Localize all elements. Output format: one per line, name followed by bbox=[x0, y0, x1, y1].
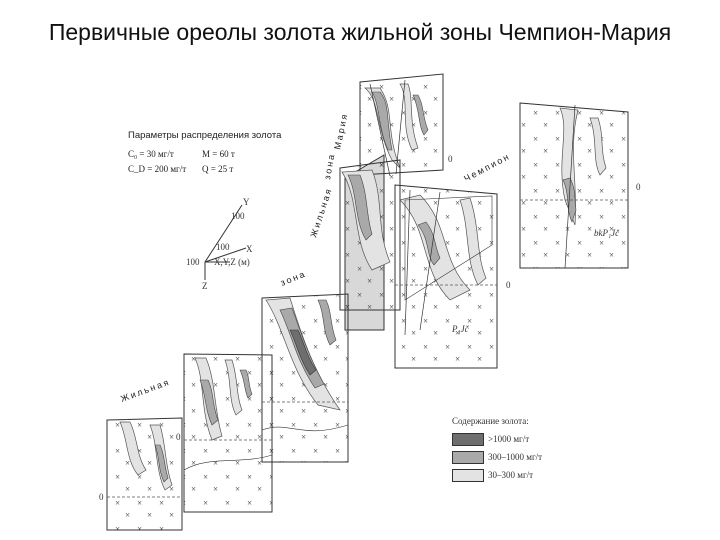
param-cd: C_D = 200 мг/т bbox=[128, 164, 187, 174]
param-m: M = 60 т bbox=[202, 149, 235, 159]
axis-xyz-label: X,Y,Z (м) bbox=[214, 257, 250, 267]
label-mariya: Мария bbox=[332, 112, 350, 151]
legend-item-medium: 300–1000 мг/т bbox=[452, 449, 542, 465]
legend-label-medium: 300–1000 мг/т bbox=[488, 452, 543, 462]
legend-label-low: 30–300 мг/т bbox=[488, 470, 534, 480]
label-chempion: Чемпион bbox=[462, 151, 512, 184]
zero-mark-lowest: 0 bbox=[99, 492, 104, 502]
rock-code-chempion: bkP₁Jč bbox=[594, 228, 620, 238]
axis-origin-label: 100 bbox=[186, 257, 200, 267]
param-q: Q = 25 т bbox=[202, 164, 234, 174]
label-zhilnaya-lower: Жильная bbox=[119, 377, 171, 404]
legend-title: Содержание золота: bbox=[452, 416, 529, 426]
axis-x-scale: 100 bbox=[216, 242, 230, 252]
section-block-middle bbox=[261, 293, 349, 463]
legend-item-low: 30–300 мг/т bbox=[452, 467, 542, 483]
zero-mark-chempion: 0 bbox=[636, 182, 641, 192]
distribution-parameters: Параметры распределения золота C₀ = 30 м… bbox=[128, 128, 281, 177]
label-zona-upper: зона bbox=[322, 152, 337, 180]
axis-y-scale: 100 bbox=[231, 211, 245, 221]
zero-mark-central: 0 bbox=[506, 280, 511, 290]
section-block-chempion bbox=[519, 102, 629, 269]
label-zhilnaya-upper: Жильная bbox=[308, 186, 334, 239]
param-c0: C₀ = 30 мг/т bbox=[128, 149, 174, 159]
axis-z-label: Z bbox=[202, 281, 208, 291]
section-block-lower bbox=[183, 353, 273, 513]
zero-mark-lower: 0 bbox=[176, 432, 181, 442]
slide-title: Первичные ореолы золота жильной зоны Чем… bbox=[48, 19, 672, 45]
section-block-lowest bbox=[106, 417, 183, 531]
legend-label-high: >1000 мг/т bbox=[488, 434, 530, 444]
legend-swatch-high bbox=[452, 432, 484, 446]
axis-x-label: X bbox=[246, 244, 253, 254]
section-block-central bbox=[339, 159, 498, 369]
legend-swatch-medium bbox=[452, 450, 484, 464]
axis-y-label: Y bbox=[243, 197, 250, 207]
legend-swatch-low bbox=[452, 468, 484, 482]
axis-gizmo bbox=[204, 204, 247, 280]
gold-content-legend: Содержание золота: >1000 мг/т 300–1000 м… bbox=[452, 416, 542, 485]
parameters-heading: Параметры распределения золота bbox=[128, 130, 282, 141]
rock-code-central: P₁Jč bbox=[451, 324, 470, 334]
label-zona-middle: зона bbox=[279, 268, 308, 287]
zero-mark-mariya: 0 bbox=[448, 154, 453, 164]
legend-item-high: >1000 мг/т bbox=[452, 431, 542, 447]
